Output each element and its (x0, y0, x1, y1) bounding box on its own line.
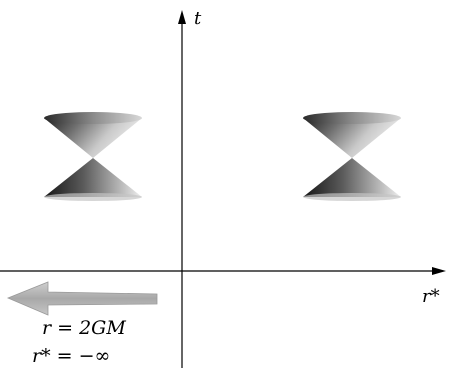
horizon-radius-label: r = 2GM (42, 317, 126, 339)
time-axis: t (178, 8, 202, 368)
time-axis-label: t (194, 8, 202, 29)
tortoise-limit-label: r* = −∞ (32, 345, 110, 367)
past-cone-left (44, 158, 142, 197)
past-cone-base-left (44, 193, 142, 201)
time-axis-arrowhead (178, 10, 186, 24)
future-cone-rim-right (303, 112, 401, 124)
space-axis-label: r* (422, 286, 440, 307)
space-axis-arrowhead (432, 267, 446, 275)
future-cone-rim-left (44, 112, 142, 124)
light-cone-right (303, 112, 401, 201)
leftward-arrow (8, 282, 157, 315)
light-cone-left (44, 112, 142, 201)
past-cone-base-right (303, 193, 401, 201)
past-cone-right (303, 158, 401, 197)
leftward-arrow-shape (8, 282, 157, 315)
